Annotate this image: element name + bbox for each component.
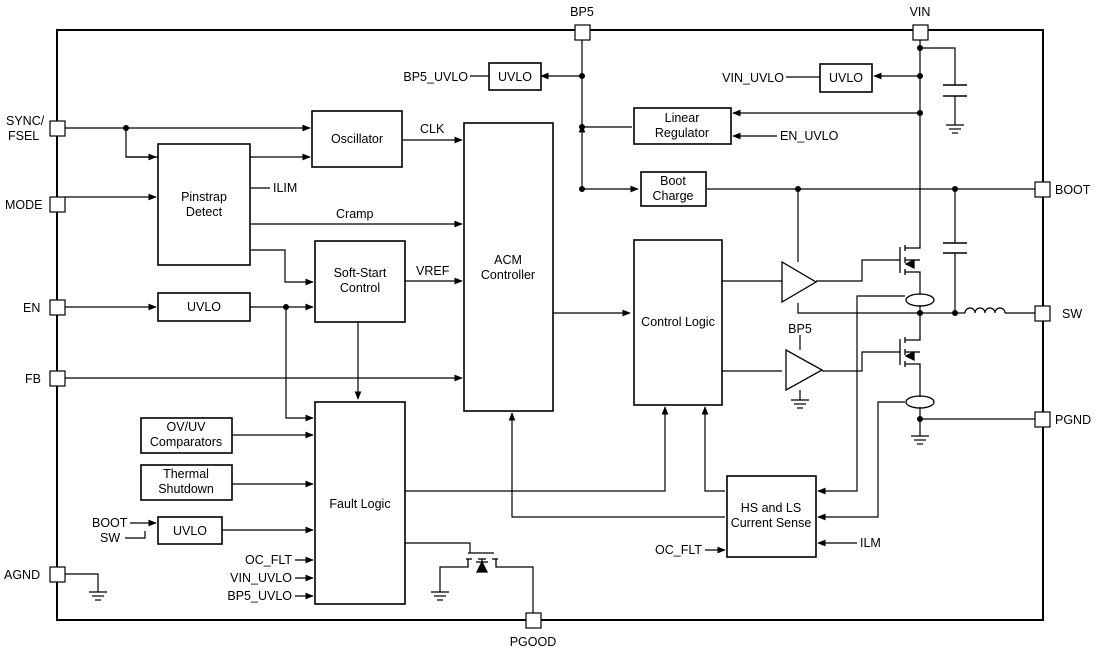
pin-label-vin: VIN bbox=[910, 5, 931, 19]
pin-label-bp5: BP5 bbox=[570, 5, 594, 19]
signal-sw-in: SW bbox=[100, 531, 120, 545]
pin-label-en: EN bbox=[23, 301, 40, 315]
signal-bp5-driver: BP5 bbox=[788, 322, 812, 336]
gate-drivers bbox=[781, 260, 824, 392]
pin-pgood bbox=[525, 612, 542, 629]
svg-text:Pinstrap: Pinstrap bbox=[181, 190, 227, 204]
boot-charge-block: Boot Charge bbox=[640, 171, 707, 207]
svg-text:Thermal: Thermal bbox=[163, 467, 209, 481]
pin-label-sync: SYNC/ bbox=[6, 114, 45, 128]
pin-bp5 bbox=[574, 24, 591, 41]
signal-bp5-uvlo-fault: BP5_UVLO bbox=[227, 589, 292, 603]
svg-text:Controller: Controller bbox=[481, 268, 535, 282]
svg-text:UVLO: UVLO bbox=[829, 71, 863, 85]
pin-boot bbox=[1034, 181, 1051, 198]
signal-oc-flt-sense: OC_FLT bbox=[655, 543, 702, 557]
pin-sync-fsel bbox=[49, 120, 66, 137]
pin-label-pgood: PGOOD bbox=[510, 635, 557, 649]
fault-logic-block: Fault Logic bbox=[314, 401, 406, 605]
hs-driver-icon bbox=[781, 260, 818, 304]
svg-text:Regulator: Regulator bbox=[655, 126, 709, 140]
inductor-symbol bbox=[964, 307, 1006, 314]
svg-text:Control Logic: Control Logic bbox=[641, 315, 715, 329]
svg-text:Linear: Linear bbox=[665, 111, 700, 125]
wires bbox=[65, 38, 1035, 613]
pin-label-fsel: FSEL bbox=[8, 129, 39, 143]
svg-text:Control: Control bbox=[340, 281, 380, 295]
linear-regulator-block: Linear Regulator bbox=[633, 107, 732, 145]
pin-labels: BP5 VIN SYNC/ FSEL MODE EN FB AGND BOOT … bbox=[4, 5, 1091, 649]
pin-label-mode: MODE bbox=[5, 198, 43, 212]
ov-uv-comparators-block: OV/UV Comparators bbox=[140, 417, 233, 454]
pgood-mosfet bbox=[463, 552, 502, 573]
pin-label-pgnd: PGND bbox=[1055, 413, 1091, 427]
acm-controller-block: ACM Controller bbox=[463, 122, 554, 412]
svg-text:Comparators: Comparators bbox=[150, 435, 222, 449]
signal-en-uvlo: EN_UVLO bbox=[780, 129, 839, 143]
pin-en bbox=[49, 299, 66, 316]
svg-text:Fault Logic: Fault Logic bbox=[329, 497, 390, 511]
svg-text:OV/UV: OV/UV bbox=[167, 420, 207, 434]
pin-label-fb: FB bbox=[25, 372, 41, 386]
pin-fb bbox=[49, 370, 66, 387]
pin-label-boot: BOOT bbox=[1055, 183, 1091, 197]
signal-ilm: ILM bbox=[860, 536, 881, 550]
signal-clk: CLK bbox=[420, 122, 445, 136]
signal-cramp: Cramp bbox=[336, 207, 374, 221]
control-logic-block: Control Logic bbox=[633, 239, 723, 406]
svg-text:UVLO: UVLO bbox=[498, 70, 532, 84]
svg-text:ACM: ACM bbox=[494, 253, 522, 267]
thermal-shutdown-block: Thermal Shutdown bbox=[140, 464, 233, 501]
chip-boundary bbox=[56, 29, 1044, 621]
svg-text:Detect: Detect bbox=[186, 205, 223, 219]
svg-text:Boot: Boot bbox=[660, 174, 686, 188]
svg-text:Soft-Start: Soft-Start bbox=[334, 266, 387, 280]
signal-labels: BP5_UVLO VIN_UVLO EN_UVLO CLK ILIM Cramp… bbox=[92, 70, 881, 603]
signal-vin-uvlo-fault: VIN_UVLO bbox=[230, 571, 292, 585]
svg-text:UVLO: UVLO bbox=[187, 300, 221, 314]
vin-uvlo-block: UVLO bbox=[819, 63, 873, 93]
boot-uvlo-block: UVLO bbox=[157, 516, 223, 545]
pin-sw bbox=[1034, 305, 1051, 322]
oscillator-block: Oscillator bbox=[311, 110, 403, 168]
pins bbox=[49, 24, 1051, 629]
soft-start-control-block: Soft-Start Control bbox=[314, 240, 406, 323]
ls-driver-icon bbox=[785, 348, 824, 392]
pin-agnd bbox=[49, 566, 66, 583]
pin-vin bbox=[912, 24, 929, 41]
svg-text:Shutdown: Shutdown bbox=[158, 482, 214, 496]
power-mosfets bbox=[899, 245, 935, 409]
current-sense-block: HS and LS Current Sense bbox=[726, 475, 817, 558]
pin-label-sw: SW bbox=[1062, 307, 1082, 321]
svg-text:UVLO: UVLO bbox=[173, 524, 207, 538]
oscillator-label: Oscillator bbox=[331, 132, 383, 146]
svg-text:Charge: Charge bbox=[653, 189, 694, 203]
hs-current-sense-loop bbox=[905, 293, 935, 307]
signal-vin-uvlo: VIN_UVLO bbox=[722, 71, 784, 85]
signal-bp5-uvlo: BP5_UVLO bbox=[403, 70, 468, 84]
signal-ilim: ILIM bbox=[273, 181, 297, 195]
svg-text:Current Sense: Current Sense bbox=[731, 516, 812, 530]
ground-symbols bbox=[89, 124, 964, 601]
pinstrap-detect-block: Pinstrap Detect bbox=[157, 143, 251, 266]
svg-text:HS and LS: HS and LS bbox=[741, 501, 801, 515]
pin-label-agnd: AGND bbox=[4, 568, 40, 582]
signal-vref: VREF bbox=[416, 264, 450, 278]
en-uvlo-block: UVLO bbox=[157, 292, 251, 322]
pin-mode bbox=[49, 196, 66, 213]
ls-current-sense-loop bbox=[905, 395, 935, 409]
bp5-uvlo-block: UVLO bbox=[488, 62, 542, 91]
signal-boot-in: BOOT bbox=[92, 516, 128, 530]
signal-oc-flt-fault: OC_FLT bbox=[245, 553, 292, 567]
junction-dots bbox=[123, 45, 958, 422]
capacitor-symbols bbox=[943, 84, 967, 254]
pin-pgnd bbox=[1034, 411, 1051, 428]
